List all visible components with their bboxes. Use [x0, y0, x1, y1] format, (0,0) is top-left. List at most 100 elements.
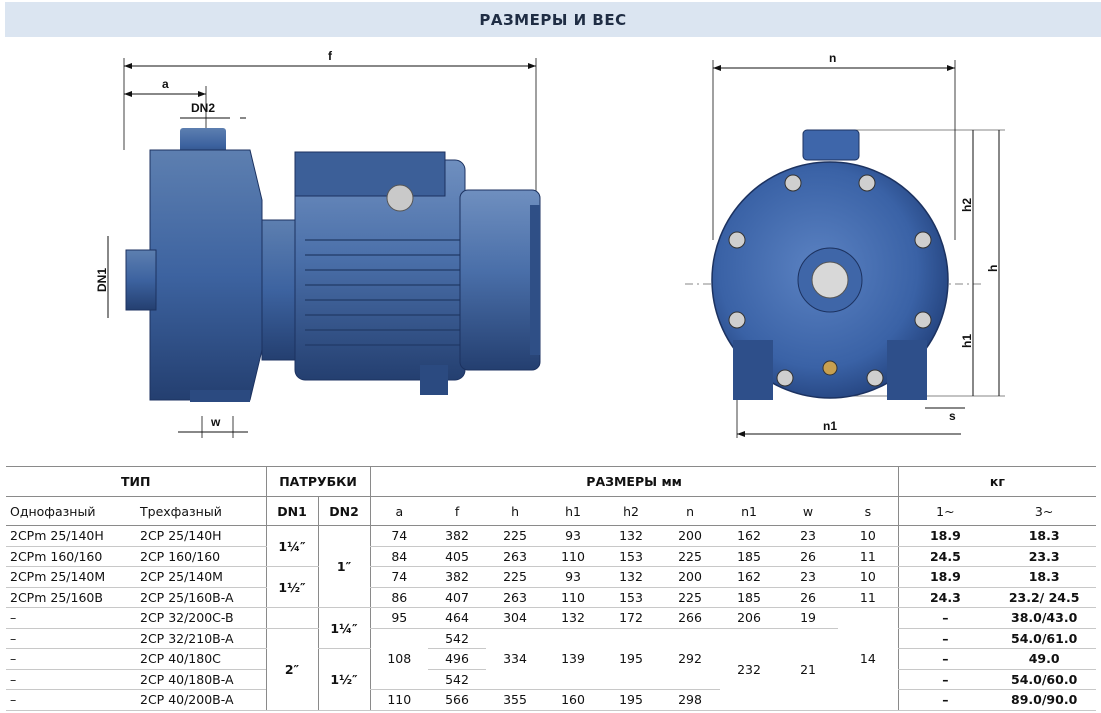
table-row: 2CPm 25/140M 2CP 25/140M 1½″ 74 382 225 …: [6, 566, 1097, 608]
subheader-n1: n1: [720, 496, 779, 526]
header-type: ТИП: [6, 466, 267, 497]
cell-f: 542: [428, 669, 487, 690]
cell-single: –: [6, 669, 136, 690]
table-subheader-row: Однофазный Трехфазный DN1 DN2 a f h h1 h…: [6, 496, 1097, 526]
dim-f-label: f: [328, 49, 333, 63]
table-header-row: ТИП ПАТРУБКИ РАЗМЕРЫ мм кг: [6, 466, 1097, 497]
cell-a: 84: [369, 546, 429, 567]
cell-three: 2CP 40/180B-A: [136, 669, 267, 690]
cell-s: 10: [838, 525, 899, 547]
cell-h: 225: [486, 525, 545, 547]
cell-s: 14: [838, 607, 899, 711]
cell-three: 2CP 160/160: [136, 546, 267, 567]
cell-h: 225: [486, 566, 545, 588]
table-row: 2CPm 25/140H 2CP 25/140H 1¼″ 1″ 74 382 2…: [6, 525, 1097, 608]
subheader-dn1: DN1: [265, 496, 319, 526]
cell-f: 496: [428, 648, 487, 670]
cell-n1: 232: [720, 628, 779, 711]
cell-weight-3: 89.0/90.0: [992, 689, 1097, 711]
cell-w: 19: [778, 607, 839, 629]
cell-single: –: [6, 628, 136, 649]
cell-n1: 185: [720, 587, 779, 608]
cell-h: 334: [486, 628, 545, 690]
table-row: 2CPm 160/160 2CP 160/160 84 405 263 110 …: [6, 546, 1097, 567]
cell-n1: 162: [720, 525, 779, 547]
cell-h2: 132: [602, 566, 661, 588]
cell-h: 355: [486, 689, 545, 711]
cell-a: 86: [369, 587, 429, 608]
subheader-f: f: [428, 496, 487, 526]
cell-single: 2CPm 25/140M: [6, 566, 136, 588]
cell-h: 304: [486, 607, 545, 629]
subheader-h2: h2: [602, 496, 661, 526]
table-row: 2CPm 25/160B 2CP 25/160B-A 86 407 263 11…: [6, 587, 1097, 608]
cell-weight-3: 18.3: [992, 525, 1097, 547]
dim-dn1-label: DN1: [95, 268, 109, 292]
cell-weight-1: –: [897, 607, 993, 629]
cell-weight-1: –: [897, 689, 993, 711]
cell-three: 2CP 25/160B-A: [136, 587, 267, 608]
table-row: – 2CP 40/180B-A 542 – 54.0/60.0: [6, 669, 1097, 690]
cell-f: 566: [428, 689, 487, 711]
subheader-dn2: DN2: [317, 496, 371, 526]
cell-f: 382: [428, 566, 487, 588]
cell-weight-1: 18.9: [897, 525, 993, 547]
subheader-s: s: [838, 496, 899, 526]
subheader-n: n: [660, 496, 721, 526]
dim-h1-label: h1: [960, 334, 974, 348]
cell-f: 542: [428, 628, 487, 649]
cell-dn1: 2″: [265, 628, 319, 711]
cell-n: 200: [660, 566, 721, 588]
cell-a: 110: [369, 689, 429, 711]
cell-dn1-empty: [265, 607, 319, 629]
cell-h1: 110: [544, 587, 603, 608]
cell-dn2: 1¼″: [317, 607, 371, 649]
cell-single: –: [6, 648, 136, 670]
cell-h1: 132: [544, 607, 603, 629]
cell-dn2: 1½″: [317, 648, 371, 711]
page-title: РАЗМЕРЫ И ВЕС: [5, 2, 1101, 37]
dim-h-label: h: [986, 265, 1000, 272]
header-weight: кг: [897, 466, 1097, 497]
cell-w: 23: [778, 566, 839, 588]
cell-w: 21: [778, 628, 839, 711]
cell-w: 26: [778, 587, 839, 608]
table-row: – 2CP 32/210B-A 2″ 108 542 334 139 195 2…: [6, 628, 1097, 711]
cell-h2: 153: [602, 546, 661, 567]
cell-n: 225: [660, 587, 721, 608]
side-view-drawing: f a DN2 DN1 w: [90, 40, 560, 440]
cell-n: 200: [660, 525, 721, 547]
cell-single: 2CPm 25/140H: [6, 525, 136, 547]
cell-single: 2CPm 160/160: [6, 546, 136, 567]
cell-three: 2CP 40/180C: [136, 648, 267, 670]
cell-three: 2CP 32/210B-A: [136, 628, 267, 649]
cell-n1: 185: [720, 546, 779, 567]
subheader-a: a: [369, 496, 429, 526]
cell-weight-3: 49.0: [992, 648, 1097, 670]
cell-three: 2CP 25/140H: [136, 525, 267, 547]
dim-n-label: n: [829, 51, 836, 65]
cell-weight-1: 24.3: [897, 587, 993, 608]
cell-h2: 132: [602, 525, 661, 547]
cell-weight-3: 54.0/61.0: [992, 628, 1097, 649]
dim-w-label: w: [210, 415, 221, 429]
cell-s: 11: [838, 546, 899, 567]
cell-weight-3: 54.0/60.0: [992, 669, 1097, 690]
cell-weight-1: 18.9: [897, 566, 993, 588]
cell-h2: 172: [602, 607, 661, 629]
cell-n1: 206: [720, 607, 779, 629]
cell-a: 95: [369, 607, 429, 629]
dim-h2-label: h2: [960, 198, 974, 212]
subheader-single-phase: Однофазный: [6, 496, 136, 526]
cell-h2: 195: [602, 689, 661, 711]
table-row: – 2CP 40/180C 1½″ 496 – 49.0: [6, 648, 1097, 711]
dim-n1-label: n1: [823, 419, 837, 433]
cell-h1: 139: [544, 628, 603, 690]
cell-n: 298: [660, 689, 721, 711]
cell-weight-1: –: [897, 648, 993, 670]
cell-f: 464: [428, 607, 487, 629]
cell-weight-3: 23.2/ 24.5: [992, 587, 1097, 608]
subheader-weight-3: 3~: [992, 496, 1097, 526]
cell-a: 74: [369, 566, 429, 588]
cell-n: 266: [660, 607, 721, 629]
